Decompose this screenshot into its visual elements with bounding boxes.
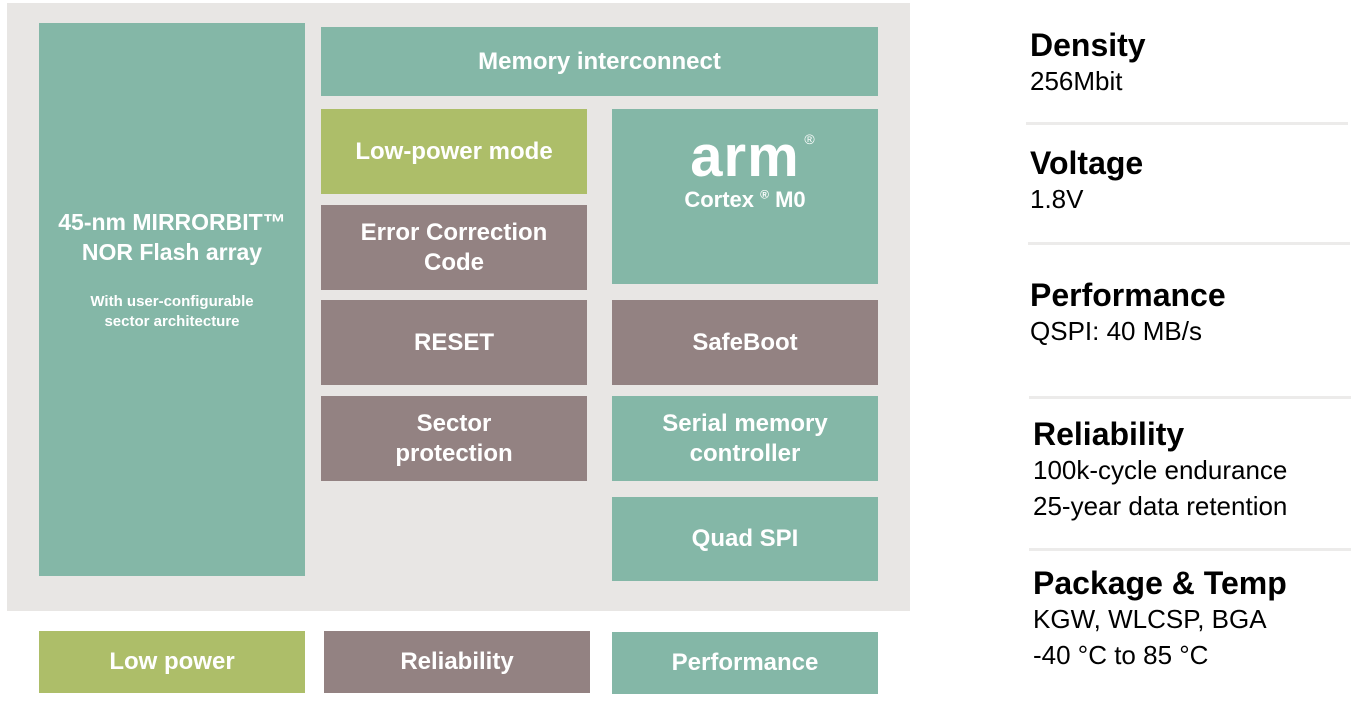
cortex-m0-label: Cortex ® M0	[684, 187, 805, 214]
cortex-registered-mark: ®	[760, 187, 769, 202]
spec-package-temp-label: Package & Temp	[1033, 565, 1287, 601]
spec-reliability-label: Reliability	[1033, 416, 1185, 452]
spec-voltage-value: 1.8V	[1030, 183, 1084, 214]
spec-reliability: Reliability 100k-cycle endurance 25-year…	[1033, 416, 1353, 525]
flash-array-subtitle: With user-configurable sector architectu…	[90, 292, 253, 333]
safeboot-label: SafeBoot	[692, 328, 798, 356]
cortex-model: M0	[775, 187, 806, 213]
flash-array-subtitle-line2: sector architecture	[104, 313, 240, 331]
cortex-name: Cortex	[684, 187, 755, 213]
spec-reliability-value-2: 25-year data retention	[1033, 490, 1288, 521]
spec-divider	[1026, 122, 1348, 125]
memory-interconnect-block: Memory interconnect	[321, 27, 878, 96]
spec-performance-value: QSPI: 40 MB/s	[1030, 315, 1202, 346]
flash-array-title-line2: NOR Flash array	[81, 238, 263, 265]
sector-protection-line2: protection	[395, 439, 513, 467]
low-power-mode-block: Low-power mode	[321, 109, 587, 194]
sector-protection-block: Sector protection	[321, 396, 587, 481]
flash-array-title-line1: 45-nm MIRRORBIT™	[58, 209, 286, 235]
error-correction-code-block: Error Correction Code	[321, 205, 587, 290]
legend-reliability: Reliability	[324, 631, 590, 693]
arm-logo-text: arm	[690, 124, 800, 189]
serial-memory-controller-line2: controller	[689, 439, 801, 467]
spec-divider	[1029, 548, 1351, 551]
legend-performance: Performance	[612, 632, 878, 694]
legend-reliability-label: Reliability	[400, 648, 514, 676]
spec-reliability-value-1: 100k-cycle endurance	[1033, 454, 1288, 485]
legend-low-power: Low power	[39, 631, 305, 693]
legend-performance-label: Performance	[671, 649, 819, 677]
spec-performance-label: Performance	[1030, 277, 1226, 313]
arm-logo: arm®	[690, 128, 814, 186]
error-correction-line1: Error Correction	[360, 219, 548, 247]
sector-protection-line1: Sector	[416, 410, 492, 438]
quad-spi-block: Quad SPI	[612, 497, 878, 581]
spec-package-temp: Package & Temp KGW, WLCSP, BGA -40 °C to…	[1033, 565, 1353, 674]
nor-flash-array-block: 45-nm MIRRORBIT™ NOR Flash array With us…	[39, 23, 305, 576]
spec-divider	[1029, 396, 1351, 399]
flash-array-subtitle-line1: With user-configurable	[90, 292, 254, 310]
memory-interconnect-label: Memory interconnect	[478, 47, 721, 75]
spec-performance: Performance QSPI: 40 MB/s	[1030, 277, 1350, 350]
spec-voltage: Voltage 1.8V	[1030, 145, 1350, 218]
spec-voltage-label: Voltage	[1030, 145, 1144, 181]
spec-density: Density 256Mbit	[1030, 27, 1350, 100]
reset-label: RESET	[413, 328, 494, 356]
serial-memory-controller-line1: Serial memory	[662, 410, 828, 438]
spec-density-label: Density	[1030, 27, 1146, 63]
serial-memory-controller-block: Serial memory controller	[612, 396, 878, 481]
spec-density-value: 256Mbit	[1030, 65, 1123, 96]
error-correction-line2: Code	[424, 248, 484, 276]
spec-package-value: KGW, WLCSP, BGA	[1033, 603, 1267, 634]
spec-divider	[1028, 242, 1350, 245]
spec-temp-value: -40 °C to 85 °C	[1033, 639, 1209, 670]
flash-array-title: 45-nm MIRRORBIT™ NOR Flash array	[58, 208, 285, 268]
safeboot-block: SafeBoot	[612, 300, 878, 385]
arm-registered-mark: ®	[804, 131, 816, 147]
low-power-mode-label: Low-power mode	[355, 137, 553, 165]
quad-spi-label: Quad SPI	[691, 525, 799, 553]
arm-cortex-m0-block: arm® Cortex ® M0	[612, 109, 878, 284]
legend-low-power-label: Low power	[109, 648, 235, 676]
reset-block: RESET	[321, 300, 587, 385]
